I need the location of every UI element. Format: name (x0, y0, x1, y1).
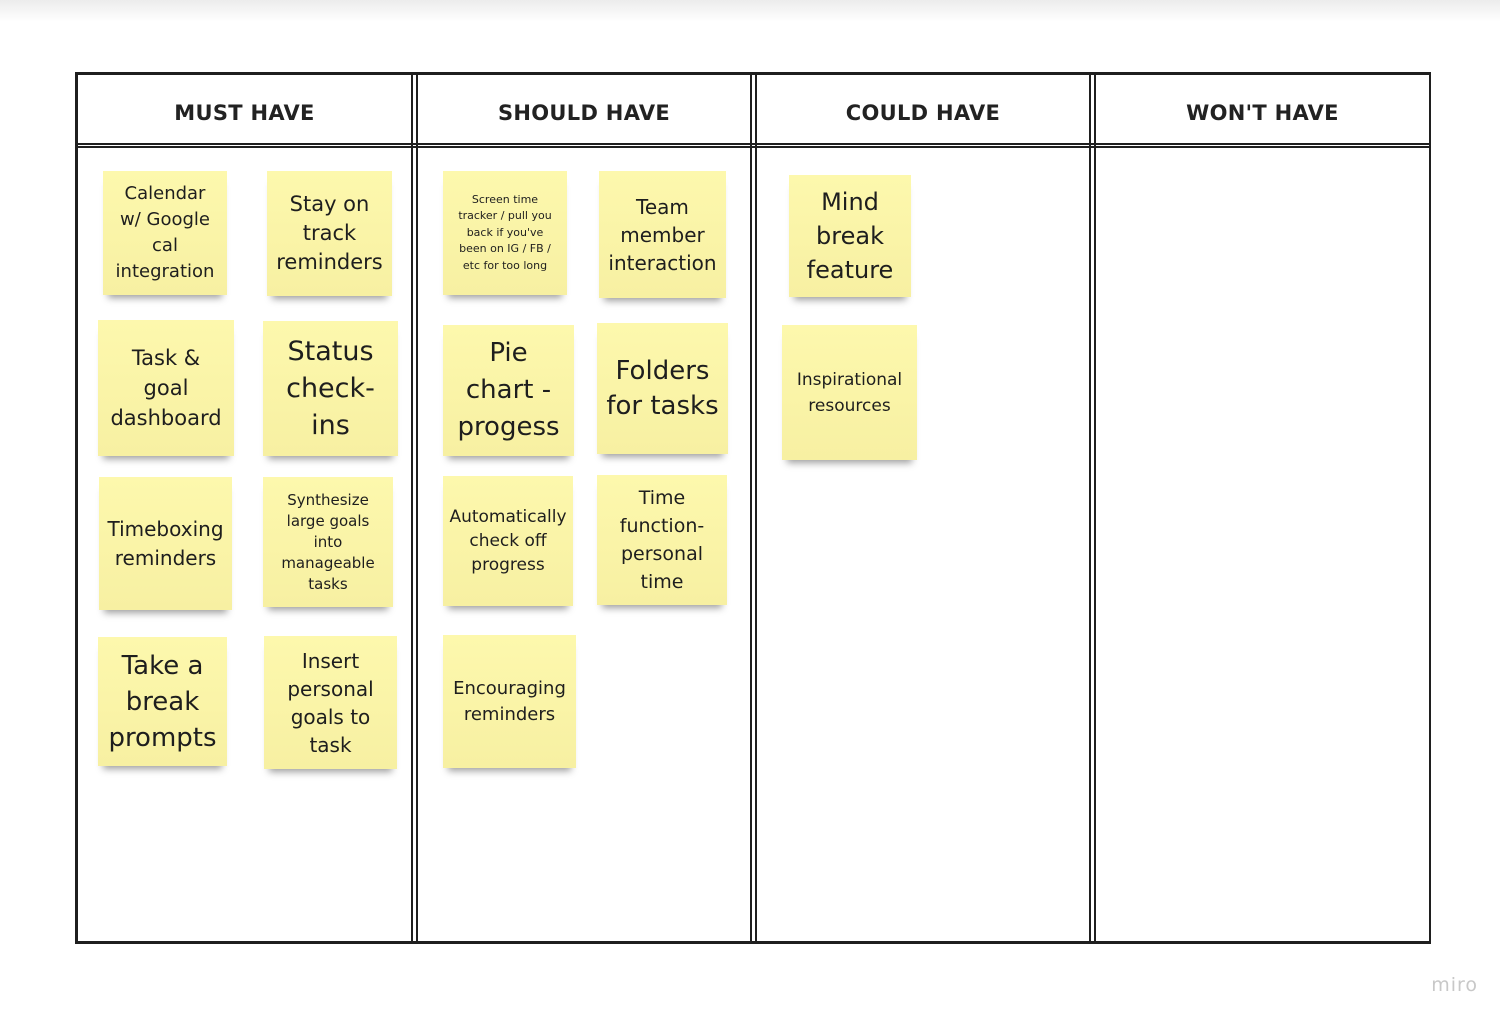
sticky-note[interactable]: Inspirational resources (782, 325, 917, 460)
sticky-note[interactable]: Pie chart - progess (443, 325, 574, 456)
column-divider (750, 75, 757, 941)
sticky-note[interactable]: Status check- ins (263, 321, 398, 456)
sticky-note-text: Take a break prompts (108, 650, 217, 753)
sticky-note[interactable]: Timeboxing reminders (99, 477, 232, 610)
column-header-must: MUST HAVE (174, 101, 315, 125)
sticky-note[interactable]: Insert personal goals to task (264, 636, 397, 769)
sticky-note-text: Calendar w/ Google cal integration (115, 183, 215, 282)
sticky-note[interactable]: Stay on track reminders (267, 171, 392, 296)
sticky-note[interactable]: Mind break feature (789, 175, 911, 297)
sticky-note[interactable]: Calendar w/ Google cal integration (103, 171, 227, 295)
sticky-note[interactable]: Task & goal dashboard (98, 320, 234, 456)
sticky-note-text: Automatically check off progress (449, 507, 567, 575)
sticky-note-text: Encouraging reminders (453, 677, 566, 725)
sticky-note[interactable]: Time function- personal time (597, 475, 727, 605)
sticky-note[interactable]: Team member interaction (599, 171, 726, 298)
miro-watermark: miro (1431, 974, 1478, 996)
sticky-note-text: Timeboxing reminders (107, 516, 224, 570)
column-header-wont: WON'T HAVE (1186, 101, 1339, 125)
column-header-should: SHOULD HAVE (497, 101, 671, 125)
moscow-board: MUST HAVE SHOULD HAVE COULD HAVE WON'T H… (75, 72, 1431, 944)
sticky-note-text: Synthesize large goals into manageable t… (281, 490, 375, 593)
sticky-note-text: Screen time tracker / pull you back if y… (458, 192, 552, 272)
sticky-note-text: Team member interaction (608, 194, 717, 275)
sticky-note-text: Insert personal goals to task (287, 648, 374, 757)
sticky-note[interactable]: Encouraging reminders (443, 635, 576, 768)
header-rule (78, 143, 1429, 148)
sticky-note-text: Mind break feature (806, 188, 894, 284)
sticky-note[interactable]: Take a break prompts (98, 637, 227, 766)
sticky-note[interactable]: Automatically check off progress (443, 476, 573, 606)
sticky-note-text: Status check- ins (286, 336, 375, 441)
column-divider (411, 75, 418, 941)
sticky-note-text: Folders for tasks (606, 355, 719, 421)
sticky-note-text: Pie chart - progess (457, 338, 560, 442)
sticky-note-text: Task & goal dashboard (110, 346, 222, 430)
column-header-could: COULD HAVE (845, 101, 1001, 125)
sticky-note[interactable]: Folders for tasks (597, 323, 728, 454)
sticky-note-text: Inspirational resources (796, 369, 903, 416)
column-divider (1089, 75, 1096, 941)
top-shade (0, 0, 1500, 22)
sticky-note[interactable]: Screen time tracker / pull you back if y… (443, 171, 567, 295)
sticky-note[interactable]: Synthesize large goals into manageable t… (263, 477, 393, 607)
sticky-note-text: Stay on track reminders (276, 192, 383, 274)
sticky-note-text: Time function- personal time (619, 487, 705, 593)
